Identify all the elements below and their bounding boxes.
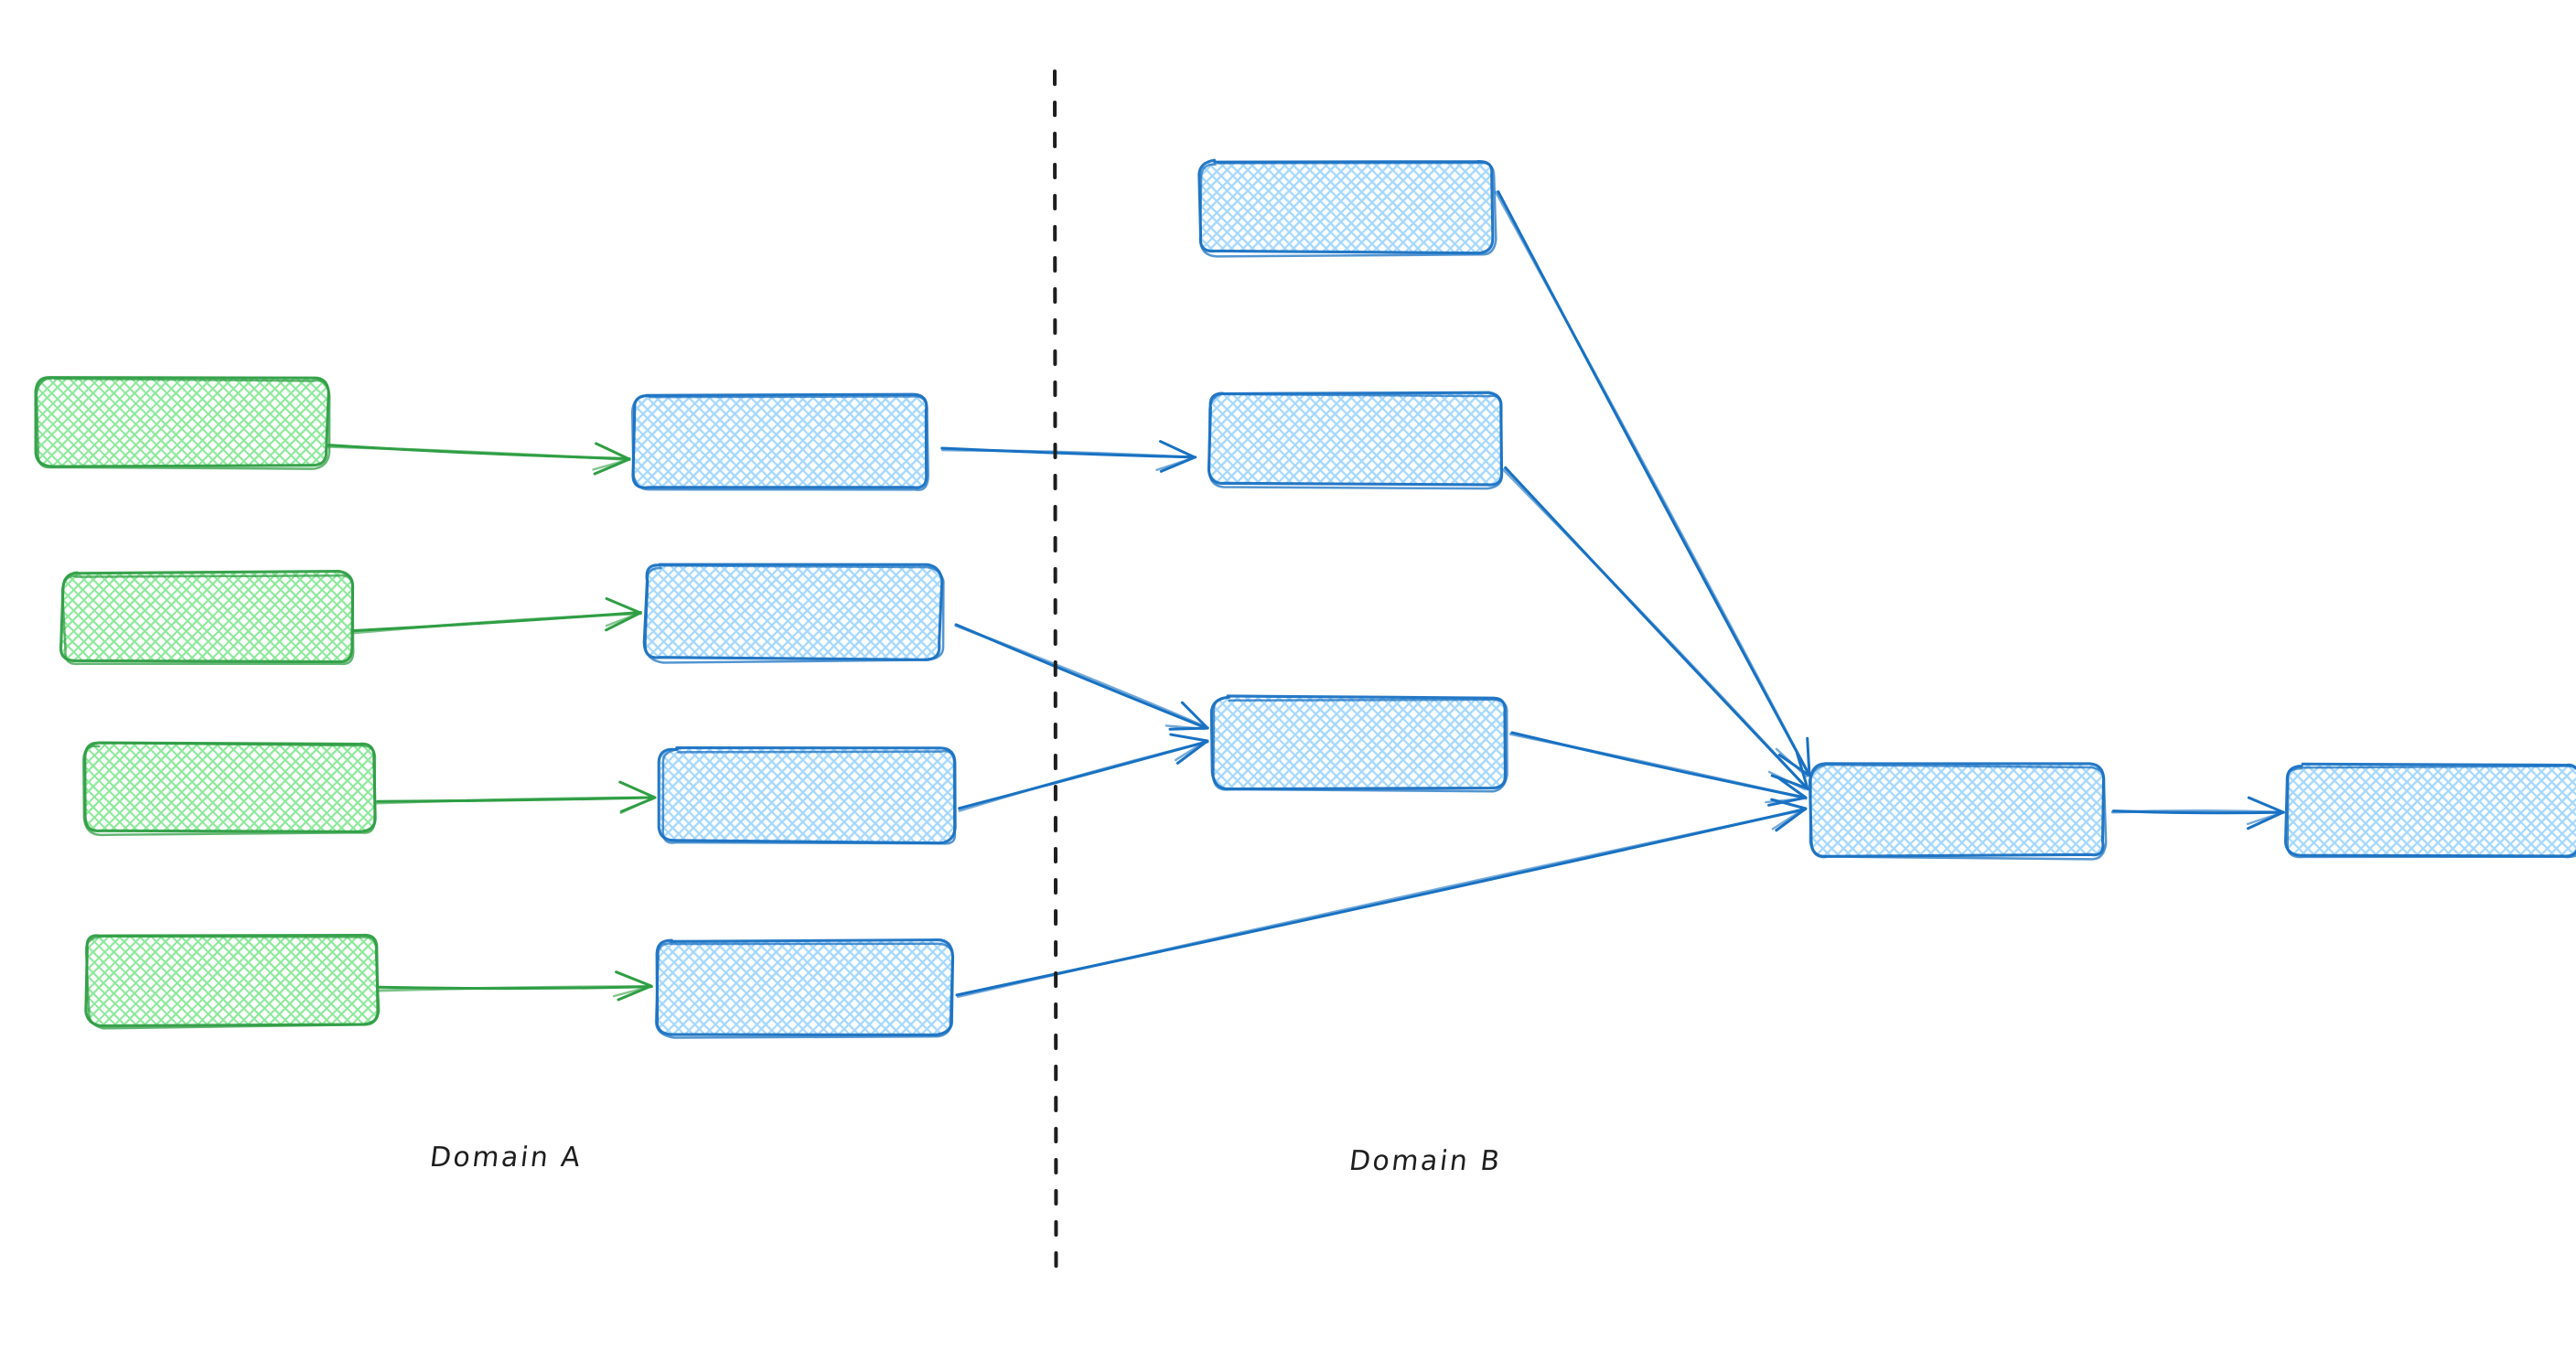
edge-e-src4-proc4 [376,970,653,1002]
node-b-final[interactable] [2283,762,2576,859]
edge-e-bmid-bmerge [1508,731,1808,807]
edge-e-btop-bmerge [1494,190,1811,778]
edge-e-src1-proc1 [325,442,631,476]
edge-e-proc2-bmid [954,623,1210,731]
node-b-upper[interactable] [1207,391,1504,490]
node-b-merge[interactable] [1808,762,2108,861]
node-a-src-3[interactable] [81,741,377,837]
edge-e-bupper-bmerge [1502,466,1809,791]
edge-e-src3-proc3 [374,780,657,814]
edge-e-proc3-bmid [958,733,1209,812]
node-a-proc-4[interactable] [654,938,955,1039]
edge-e-bmerge-bfinal [2110,796,2285,831]
node-a-src-4[interactable] [84,933,381,1030]
domain-divider [1053,70,1058,1282]
node-a-src-2[interactable] [59,570,355,666]
domain-a-label: Domain A [427,1142,585,1174]
node-b-mid[interactable] [1209,694,1508,793]
edge-e-proc1-btop-upper [940,440,1197,473]
domain-b-label: Domain B [1347,1145,1504,1177]
edges-layer [325,190,2285,1002]
node-a-proc-1[interactable] [630,392,929,491]
nodes-layer [34,158,2576,1039]
node-a-proc-2[interactable] [642,563,945,664]
divider-layer [1053,70,1058,1282]
node-a-src-1[interactable] [34,376,331,470]
edge-e-src2-proc2 [352,596,643,635]
edge-e-proc4-bmerge [955,798,1808,999]
node-b-top[interactable] [1197,158,1497,258]
node-a-proc-3[interactable] [657,746,957,845]
